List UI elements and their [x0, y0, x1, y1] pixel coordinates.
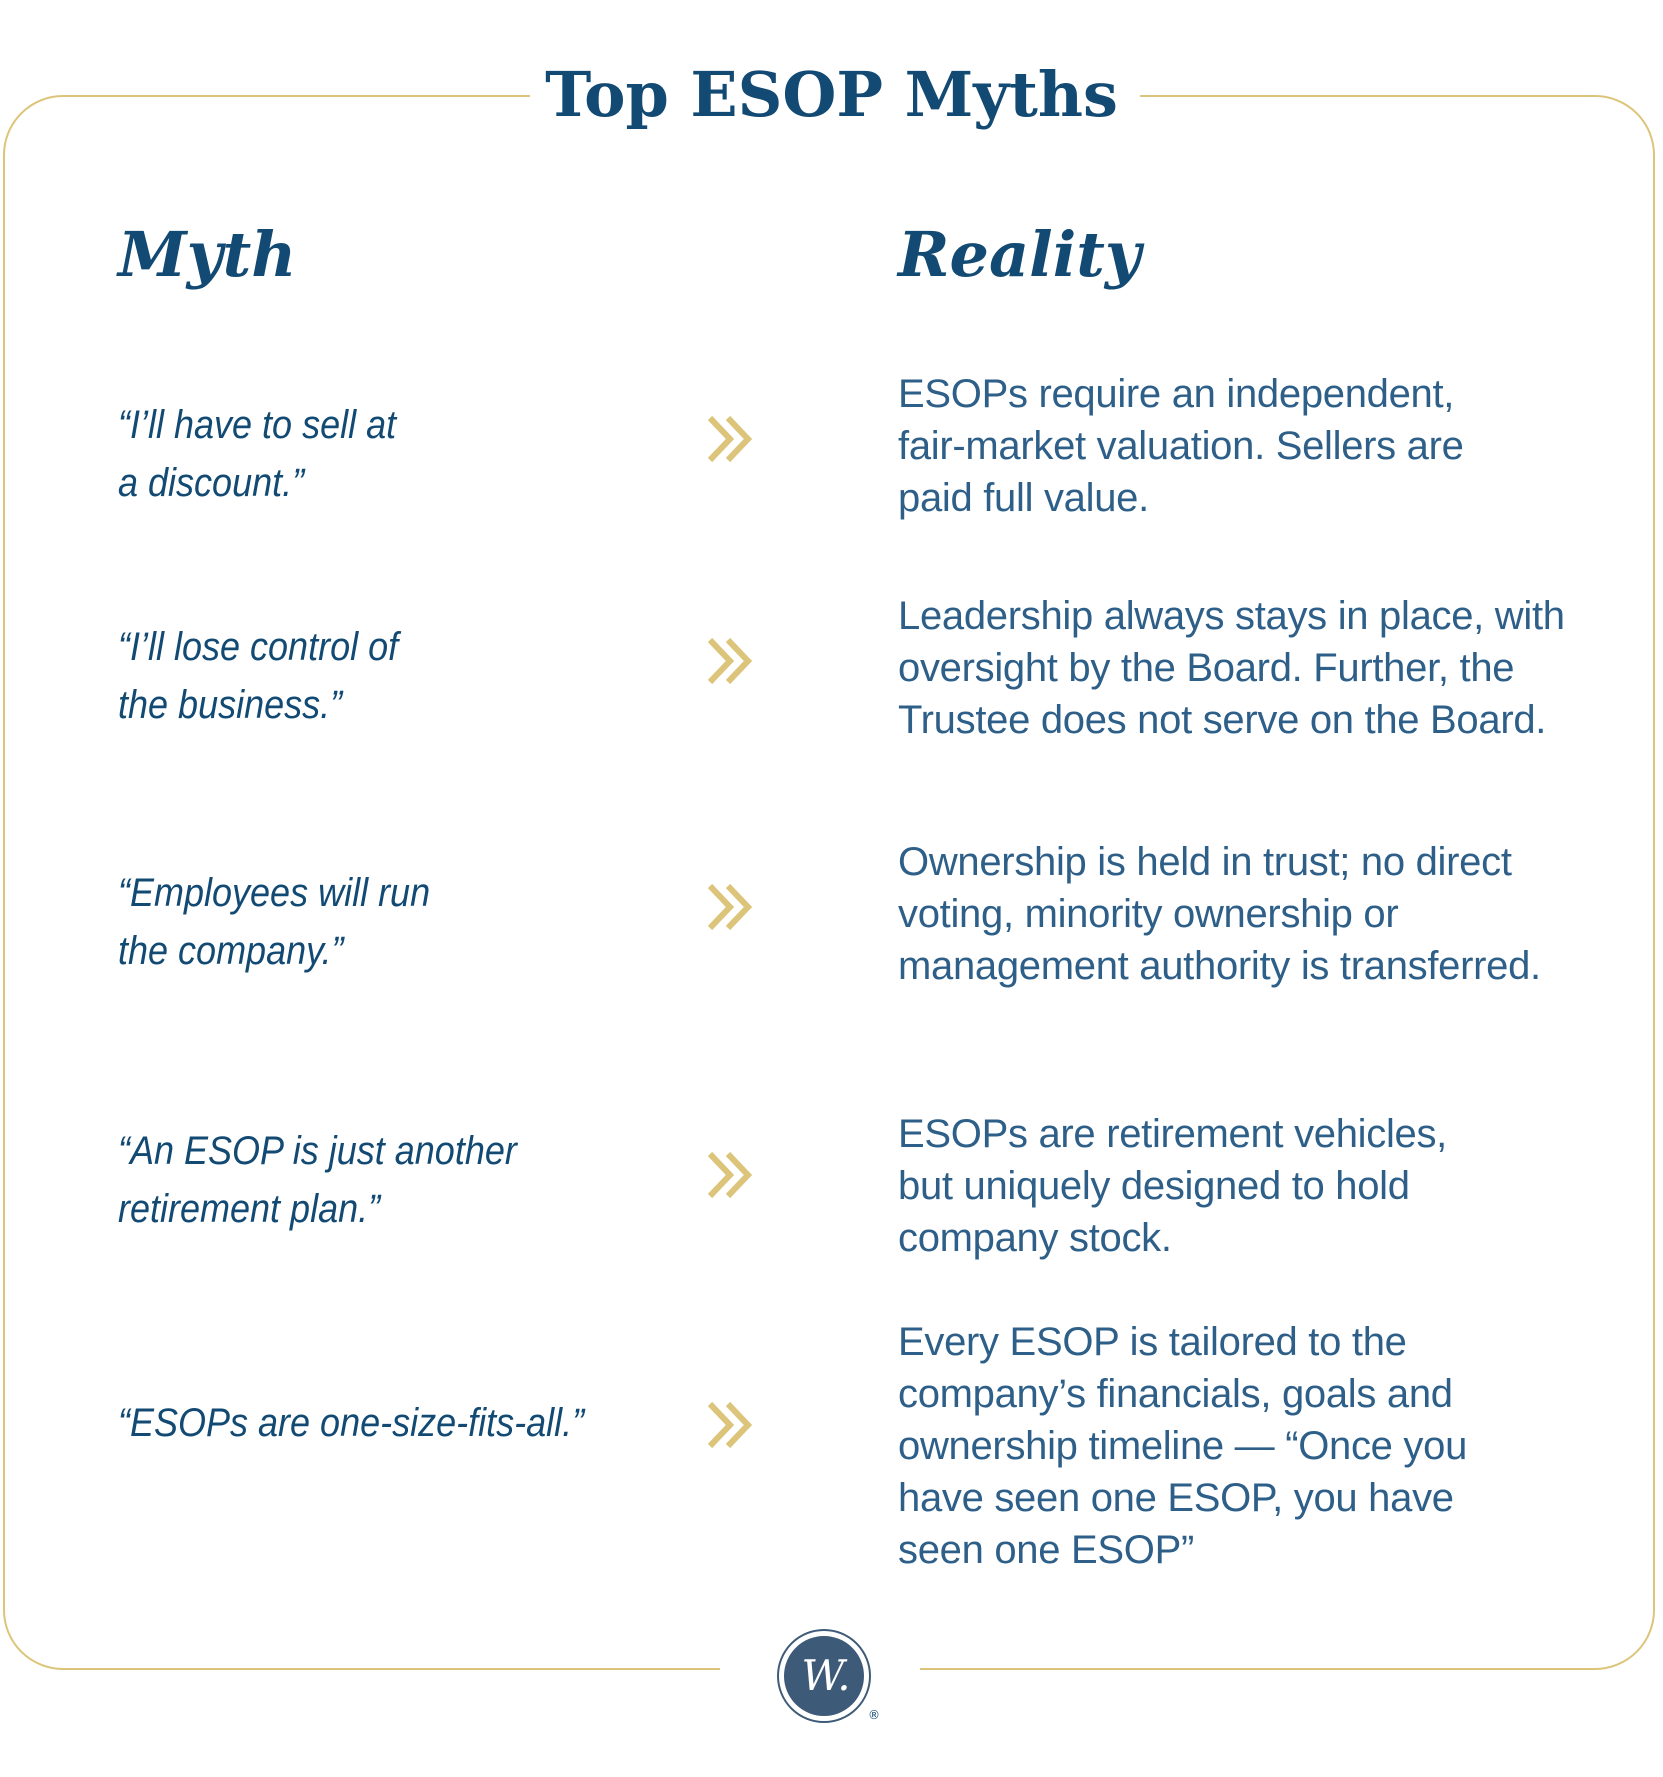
company-logo: W. — [777, 1629, 871, 1723]
reality-text: Ownership is held in trust; no direct vo… — [898, 840, 1541, 988]
myth-text: “I’ll have to sell at a discount.” — [118, 403, 397, 505]
reality-column-header: Reality — [898, 218, 1141, 291]
myth-text: “I’ll lose control of the business.” — [118, 625, 399, 727]
myth-text: “Employees will run the company.” — [118, 871, 431, 973]
myth-text: “ESOPs are one-size-fits-all.” — [118, 1401, 585, 1445]
logo-monogram: W. — [801, 1651, 850, 1700]
myth-column-header: Myth — [118, 218, 297, 291]
double-chevron-right-icon — [707, 1401, 753, 1449]
double-chevron-right-icon — [707, 637, 753, 685]
page-title: Top ESOP Myths — [545, 58, 1118, 131]
myth-text: “An ESOP is just another retirement plan… — [118, 1129, 517, 1231]
title-gap — [530, 80, 1140, 110]
double-chevron-right-icon — [707, 883, 753, 931]
reality-text: Every ESOP is tailored to the company’s … — [898, 1320, 1468, 1572]
registered-mark: ® — [868, 1708, 880, 1722]
reality-text: Leadership always stays in place, with o… — [898, 594, 1565, 742]
reality-text: ESOPs require an independent, fair-marke… — [898, 372, 1464, 520]
reality-text: ESOPs are retirement vehicles, but uniqu… — [898, 1112, 1447, 1260]
double-chevron-right-icon — [707, 1151, 753, 1199]
double-chevron-right-icon — [707, 415, 753, 463]
